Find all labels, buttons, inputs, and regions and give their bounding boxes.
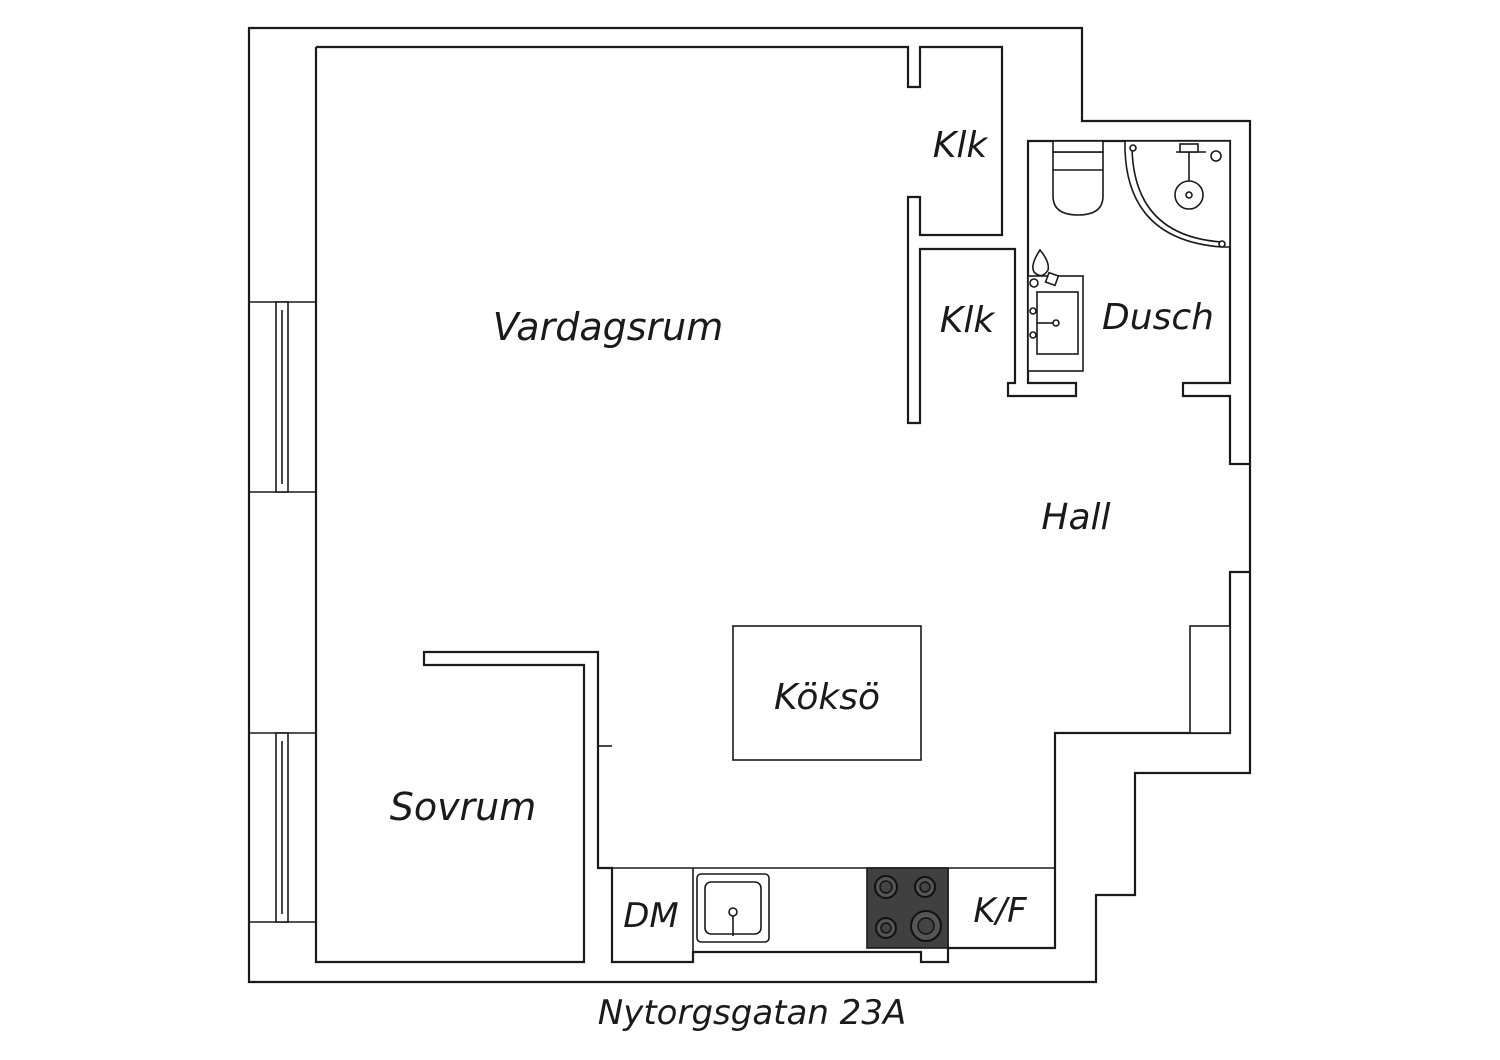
room-label-vardagsrum: Vardagsrum [493,305,724,349]
inner-wall [316,45,1250,466]
room-label-kf: K/F [973,891,1027,931]
address-caption: Nytorgsgatan 23A [598,993,906,1033]
window-lower [249,732,316,923]
room-label-kokso: Köksö [774,677,880,718]
hall-wardrobe [1189,625,1231,734]
shower [1124,140,1231,248]
window-upper [249,301,316,493]
toilet [1052,140,1104,216]
room-label-dm: DM [623,896,679,936]
room-label-sovrum: Sovrum [390,785,537,829]
room-label-dusch: Dusch [1102,297,1214,338]
room-label-hall: Hall [1041,497,1110,538]
bathroom-sink [1027,248,1084,372]
stove-hob [866,867,949,949]
room-label-klk-top: Klk [933,125,990,166]
room-label-klk-mid: Klk [940,300,997,341]
outer-wall [247,26,1252,984]
kitchen-island [732,625,922,761]
kitchen-sink [696,873,770,943]
